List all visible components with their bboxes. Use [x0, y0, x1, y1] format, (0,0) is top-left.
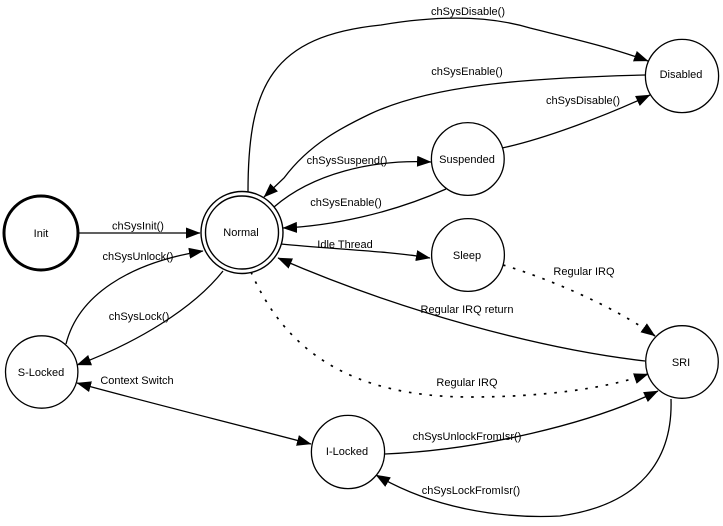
svg-text:chSysDisable(): chSysDisable() — [431, 6, 505, 18]
svg-text:chSysDisable(): chSysDisable() — [546, 95, 620, 107]
svg-text:Sleep: Sleep — [453, 250, 481, 262]
svg-text:chSysEnable(): chSysEnable() — [310, 197, 382, 209]
svg-text:S-Locked: S-Locked — [18, 367, 64, 379]
svg-text:Normal: Normal — [223, 227, 258, 239]
svg-text:chSysUnlockFromIsr(): chSysUnlockFromIsr() — [413, 431, 522, 443]
svg-text:chSysLock(): chSysLock() — [109, 311, 170, 323]
svg-text:I-Locked: I-Locked — [326, 446, 368, 458]
svg-text:chSysInit(): chSysInit() — [112, 221, 164, 233]
svg-text:Idle Thread: Idle Thread — [317, 239, 372, 251]
svg-text:SRI: SRI — [672, 357, 690, 369]
svg-text:Suspended: Suspended — [439, 154, 495, 166]
svg-text:Disabled: Disabled — [660, 69, 703, 81]
svg-text:Context Switch: Context Switch — [100, 375, 173, 387]
svg-text:chSysSuspend(): chSysSuspend() — [307, 155, 388, 167]
svg-text:Regular IRQ return: Regular IRQ return — [421, 304, 514, 316]
svg-text:Init: Init — [34, 228, 49, 240]
svg-text:Regular IRQ: Regular IRQ — [553, 266, 615, 278]
svg-text:chSysEnable(): chSysEnable() — [431, 66, 503, 78]
svg-text:chSysUnlock(): chSysUnlock() — [103, 251, 174, 263]
svg-text:chSysLockFromIsr(): chSysLockFromIsr() — [422, 485, 520, 497]
svg-text:Regular IRQ: Regular IRQ — [436, 377, 498, 389]
